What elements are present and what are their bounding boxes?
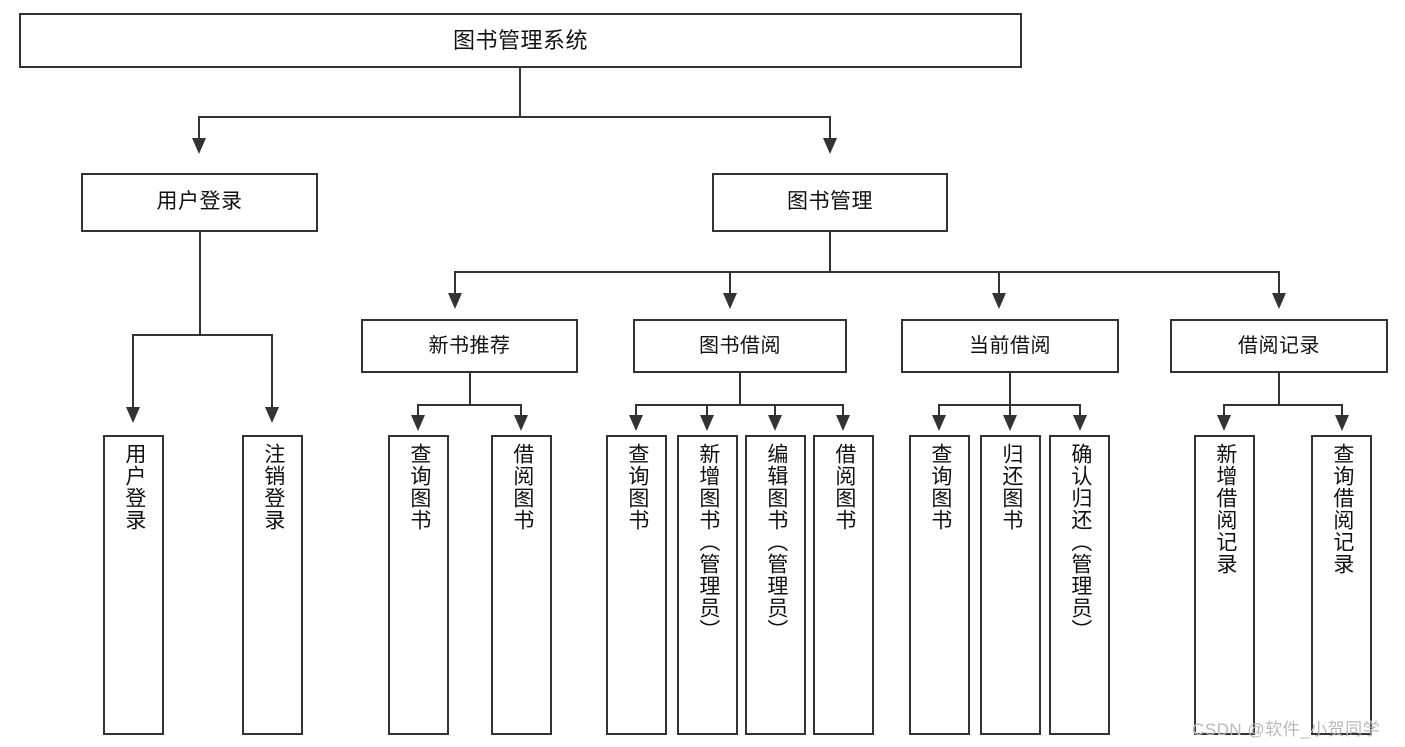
leaf-current-borrow-3[interactable]: 确认归还（管理员） [1049, 435, 1110, 735]
arrowhead-user-login-child-1 [126, 407, 140, 423]
edge-cb-child-1 [938, 404, 940, 418]
node-book-management[interactable]: 图书管理 [712, 173, 948, 232]
node-label: 查询图书 [928, 443, 952, 531]
edge-book-borrow-stem [739, 373, 741, 406]
arrowhead-borrow-record [1272, 293, 1286, 309]
arrowhead-cb-child-3 [1073, 415, 1087, 431]
arrowhead-user-login-child-2 [265, 407, 279, 423]
node-label: 用户登录 [156, 190, 243, 214]
edge-nbr-child-1 [417, 404, 419, 418]
node-label: 当前借阅 [969, 334, 1051, 357]
arrowhead-cb-child-2 [1003, 415, 1017, 431]
node-label: 图书借阅 [699, 334, 781, 357]
leaf-new-book-recommend-2[interactable]: 借阅图书 [491, 435, 552, 735]
node-label: 查询图书 [407, 443, 431, 531]
arrowhead-nbr-child-2 [514, 415, 528, 431]
leaf-new-book-recommend-1[interactable]: 查询图书 [388, 435, 449, 735]
arrowhead-bb-child-3 [768, 415, 782, 431]
edge-bb-child-1 [635, 404, 637, 418]
leaf-borrow-record-2[interactable]: 查询借阅记录 [1311, 435, 1372, 735]
node-book-borrow[interactable]: 图书借阅 [633, 319, 847, 373]
edge-book-management-stem [829, 232, 831, 273]
edge-user-login-bus [133, 334, 272, 336]
edge-to-book-borrow [729, 271, 731, 295]
edge-cb-child-2 [1009, 404, 1011, 418]
edge-borrow-record-stem [1278, 373, 1280, 406]
leaf-book-borrow-4[interactable]: 借阅图书 [813, 435, 874, 735]
node-label: 借阅图书 [510, 443, 534, 531]
edge-to-book-management [829, 116, 831, 140]
edge-level1-bus [199, 116, 831, 118]
arrowhead-br-child-1 [1217, 415, 1231, 431]
edge-user-login-child-2 [271, 334, 273, 409]
edge-current-borrow-stem [1009, 373, 1011, 406]
edge-user-login-child-1 [132, 334, 134, 409]
node-label: 新书推荐 [428, 334, 511, 357]
node-label: 图书管理 [787, 190, 873, 214]
edge-nbr-child-2 [520, 404, 522, 418]
node-label: 借阅记录 [1238, 334, 1320, 357]
edge-borrow-record-bus [1224, 404, 1342, 406]
node-user-login[interactable]: 用户登录 [81, 173, 318, 232]
arrowhead-bb-child-2 [700, 415, 714, 431]
node-current-borrow[interactable]: 当前借阅 [901, 319, 1119, 373]
node-label: 归还图书 [999, 443, 1023, 531]
node-label: 查询图书 [625, 443, 649, 531]
node-new-book-recommend[interactable]: 新书推荐 [361, 319, 578, 373]
leaf-user-login-1[interactable]: 用户登录 [103, 435, 164, 735]
edge-to-borrow-record [1278, 271, 1280, 295]
arrowhead-br-child-2 [1335, 415, 1349, 431]
edge-to-user-login [198, 116, 200, 140]
node-label: 用户登录 [122, 443, 146, 531]
node-label: 新增图书（管理员） [696, 443, 720, 641]
edge-user-login-stem [199, 232, 201, 336]
arrowhead-nbr-child-1 [411, 415, 425, 431]
edge-br-child-2 [1341, 404, 1343, 418]
node-label: 新增借阅记录 [1213, 443, 1237, 575]
leaf-book-borrow-1[interactable]: 查询图书 [606, 435, 667, 735]
edge-new-book-recommend-stem [469, 373, 471, 406]
watermark-csdn: CSDN @软件_小贺同学 [1192, 720, 1381, 739]
arrowhead-user-login [192, 138, 206, 154]
leaf-book-borrow-3[interactable]: 编辑图书（管理员） [745, 435, 806, 735]
edge-book-borrow-bus [636, 404, 844, 406]
edge-level2-bus [455, 271, 1280, 273]
edge-new-book-recommend-bus [418, 404, 521, 406]
arrowhead-cb-child-1 [932, 415, 946, 431]
node-label: 注销登录 [261, 443, 285, 531]
leaf-user-login-2[interactable]: 注销登录 [242, 435, 303, 735]
edge-br-child-1 [1223, 404, 1225, 418]
leaf-current-borrow-2[interactable]: 归还图书 [980, 435, 1041, 735]
edge-to-current-borrow [998, 271, 1000, 295]
edge-bb-child-4 [842, 404, 844, 418]
edge-cb-child-3 [1079, 404, 1081, 418]
edge-root-stem [519, 68, 521, 117]
leaf-book-borrow-2[interactable]: 新增图书（管理员） [677, 435, 738, 735]
edge-bb-child-3 [774, 404, 776, 418]
node-label: 图书管理系统 [452, 27, 588, 53]
edge-to-new-book-recommend [454, 271, 456, 295]
node-borrow-record[interactable]: 借阅记录 [1170, 319, 1388, 373]
node-label: 编辑图书（管理员） [764, 443, 788, 641]
node-root-book-management-system[interactable]: 图书管理系统 [19, 13, 1022, 68]
node-label: 借阅图书 [832, 443, 856, 531]
node-label: 查询借阅记录 [1330, 443, 1354, 575]
node-label: 确认归还（管理员） [1068, 443, 1092, 641]
edge-bb-child-2 [706, 404, 708, 418]
arrowhead-bb-child-1 [629, 415, 643, 431]
arrowhead-current-borrow [992, 293, 1006, 309]
arrowhead-bb-child-4 [836, 415, 850, 431]
arrowhead-new-book-recommend [448, 293, 462, 309]
leaf-borrow-record-1[interactable]: 新增借阅记录 [1194, 435, 1255, 735]
arrowhead-book-management [823, 138, 837, 154]
arrowhead-book-borrow [723, 293, 737, 309]
leaf-current-borrow-1[interactable]: 查询图书 [909, 435, 970, 735]
